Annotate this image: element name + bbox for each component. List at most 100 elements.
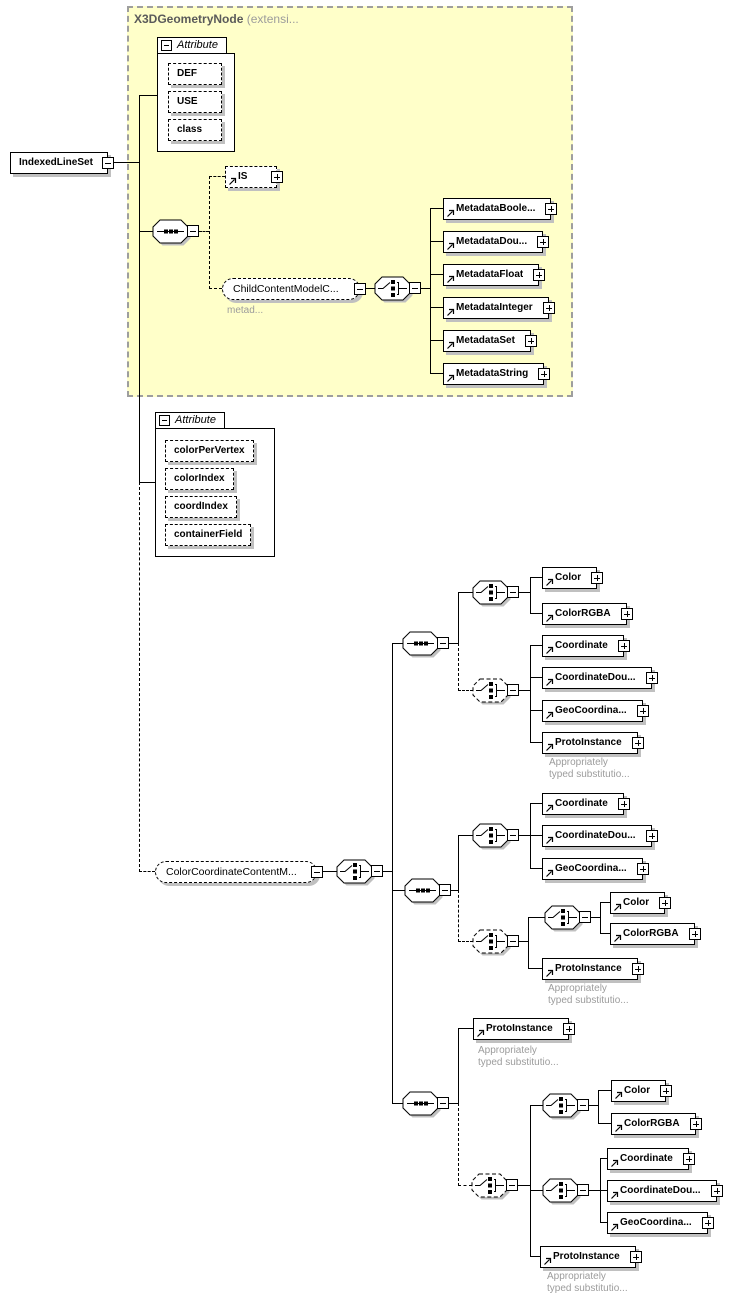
element-CoordinateDouble[interactable]: CoordinateDou... bbox=[607, 1180, 723, 1202]
collapse-icon[interactable] bbox=[102, 157, 114, 169]
element-ProtoInstance[interactable]: ProtoInstance bbox=[542, 958, 644, 980]
expand-icon[interactable] bbox=[710, 1185, 723, 1197]
element-MetadataDouble[interactable]: MetadataDou... bbox=[443, 231, 550, 253]
attribute-colorIndex[interactable]: colorIndex bbox=[165, 468, 234, 490]
element-ProtoInstance[interactable]: ProtoInstance bbox=[542, 732, 644, 754]
choice-icon bbox=[374, 276, 413, 303]
collapse-icon[interactable] bbox=[579, 911, 591, 923]
expand-icon[interactable] bbox=[617, 798, 630, 810]
connector bbox=[458, 1028, 473, 1029]
connector bbox=[458, 835, 459, 891]
reference-arrow-icon bbox=[447, 341, 455, 349]
element-Coordinate[interactable]: Coordinate bbox=[542, 793, 630, 815]
connector bbox=[519, 592, 530, 593]
attribute-colorPerVertex[interactable]: colorPerVertex bbox=[165, 440, 254, 462]
group-ColorCoordinateContentModel[interactable]: ColorCoordinateContentM... bbox=[155, 861, 323, 883]
element-GeoCoordinate[interactable]: GeoCoordina... bbox=[607, 1212, 714, 1234]
expand-icon[interactable] bbox=[689, 1118, 702, 1130]
expand-icon[interactable] bbox=[636, 705, 649, 717]
expand-icon[interactable] bbox=[645, 672, 658, 684]
collapse-icon[interactable] bbox=[159, 415, 170, 426]
attribute-DEF[interactable]: DEF bbox=[168, 63, 222, 85]
element-ProtoInstance[interactable]: ProtoInstance bbox=[473, 1018, 575, 1040]
expand-icon[interactable] bbox=[542, 302, 555, 314]
expand-icon[interactable] bbox=[271, 171, 283, 183]
collapse-icon[interactable] bbox=[506, 1179, 518, 1191]
expand-icon[interactable] bbox=[631, 963, 644, 975]
attribute-class[interactable]: class bbox=[168, 119, 222, 141]
connector bbox=[383, 871, 392, 872]
expand-icon[interactable] bbox=[537, 236, 550, 248]
collapse-icon[interactable] bbox=[437, 637, 449, 649]
element-MetadataInteger[interactable]: MetadataInteger bbox=[443, 297, 555, 319]
connector bbox=[458, 592, 473, 593]
collapse-icon[interactable] bbox=[371, 865, 383, 877]
connector bbox=[600, 902, 601, 934]
expand-icon[interactable] bbox=[688, 928, 701, 940]
collapse-icon[interactable] bbox=[409, 282, 421, 294]
element-Coordinate[interactable]: Coordinate bbox=[542, 635, 630, 657]
expand-icon[interactable] bbox=[636, 863, 649, 875]
group-ChildContentModel[interactable]: ChildContentModelC... bbox=[222, 278, 366, 300]
expand-icon[interactable] bbox=[545, 203, 558, 215]
expand-icon[interactable] bbox=[620, 608, 633, 620]
reference-arrow-icon bbox=[447, 275, 455, 283]
collapse-icon[interactable] bbox=[507, 935, 519, 947]
expand-icon[interactable] bbox=[533, 269, 546, 281]
element-CoordinateDouble[interactable]: CoordinateDou... bbox=[542, 667, 658, 689]
attribute-containerField[interactable]: containerField bbox=[165, 524, 252, 546]
expand-icon[interactable] bbox=[562, 1023, 575, 1035]
attribute-USE[interactable]: USE bbox=[168, 91, 222, 113]
element-GeoCoordinate[interactable]: GeoCoordina... bbox=[542, 700, 649, 722]
element-IS[interactable]: IS bbox=[225, 166, 283, 188]
element-label: MetadataInteger bbox=[456, 302, 533, 313]
collapse-icon[interactable] bbox=[507, 829, 519, 841]
element-MetadataFloat[interactable]: MetadataFloat bbox=[443, 264, 546, 286]
element-ColorRGBA[interactable]: ColorRGBA bbox=[542, 603, 633, 625]
collapse-icon[interactable] bbox=[161, 40, 172, 51]
element-CoordinateDouble[interactable]: CoordinateDou... bbox=[542, 825, 658, 847]
collapse-icon[interactable] bbox=[354, 283, 366, 295]
element-Color[interactable]: Color bbox=[611, 1080, 673, 1102]
element-ProtoInstance[interactable]: ProtoInstance bbox=[540, 1246, 642, 1268]
element-MetadataSet[interactable]: MetadataSet bbox=[443, 330, 537, 352]
expand-icon[interactable] bbox=[682, 1153, 695, 1165]
connector bbox=[139, 231, 153, 232]
expand-icon[interactable] bbox=[617, 640, 630, 652]
collapse-icon[interactable] bbox=[577, 1184, 589, 1196]
element-MetadataBoolean[interactable]: MetadataBoole... bbox=[443, 198, 558, 220]
element-MetadataString[interactable]: MetadataString bbox=[443, 363, 551, 385]
collapse-icon[interactable] bbox=[577, 1099, 589, 1111]
collapse-icon[interactable] bbox=[311, 866, 323, 878]
collapse-icon[interactable] bbox=[437, 1097, 449, 1109]
connector bbox=[600, 1222, 607, 1223]
attribute-coordIndex[interactable]: coordIndex bbox=[165, 496, 237, 518]
connector bbox=[519, 690, 530, 691]
collapse-icon[interactable] bbox=[187, 225, 199, 237]
expand-icon[interactable] bbox=[631, 737, 644, 749]
collapse-icon[interactable] bbox=[507, 586, 519, 598]
expand-icon[interactable] bbox=[591, 572, 604, 584]
collapse-icon[interactable] bbox=[439, 884, 451, 896]
collapse-icon[interactable] bbox=[507, 684, 519, 696]
expand-icon[interactable] bbox=[629, 1251, 642, 1263]
element-ColorRGBA[interactable]: ColorRGBA bbox=[610, 923, 701, 945]
element-label: ProtoInstance bbox=[555, 737, 622, 748]
element-GeoCoordinate[interactable]: GeoCoordina... bbox=[542, 858, 649, 880]
expand-icon[interactable] bbox=[538, 368, 551, 380]
element-Color[interactable]: Color bbox=[542, 567, 604, 589]
element-Color[interactable]: Color bbox=[610, 892, 672, 914]
expand-icon[interactable] bbox=[524, 335, 537, 347]
element-IndexedLineSet[interactable]: IndexedLineSet bbox=[10, 152, 114, 174]
element-label: Coordinate bbox=[555, 798, 608, 809]
element-ColorRGBA[interactable]: ColorRGBA bbox=[611, 1113, 702, 1135]
expand-icon[interactable] bbox=[660, 1085, 673, 1097]
connector bbox=[458, 1028, 459, 1104]
element-label: Color bbox=[624, 1085, 651, 1096]
connector bbox=[458, 941, 473, 942]
expand-icon[interactable] bbox=[645, 830, 658, 842]
expand-icon[interactable] bbox=[659, 897, 672, 909]
element-Coordinate[interactable]: Coordinate bbox=[607, 1148, 695, 1170]
expand-icon[interactable] bbox=[701, 1217, 714, 1229]
reference-arrow-icon bbox=[544, 1257, 552, 1265]
